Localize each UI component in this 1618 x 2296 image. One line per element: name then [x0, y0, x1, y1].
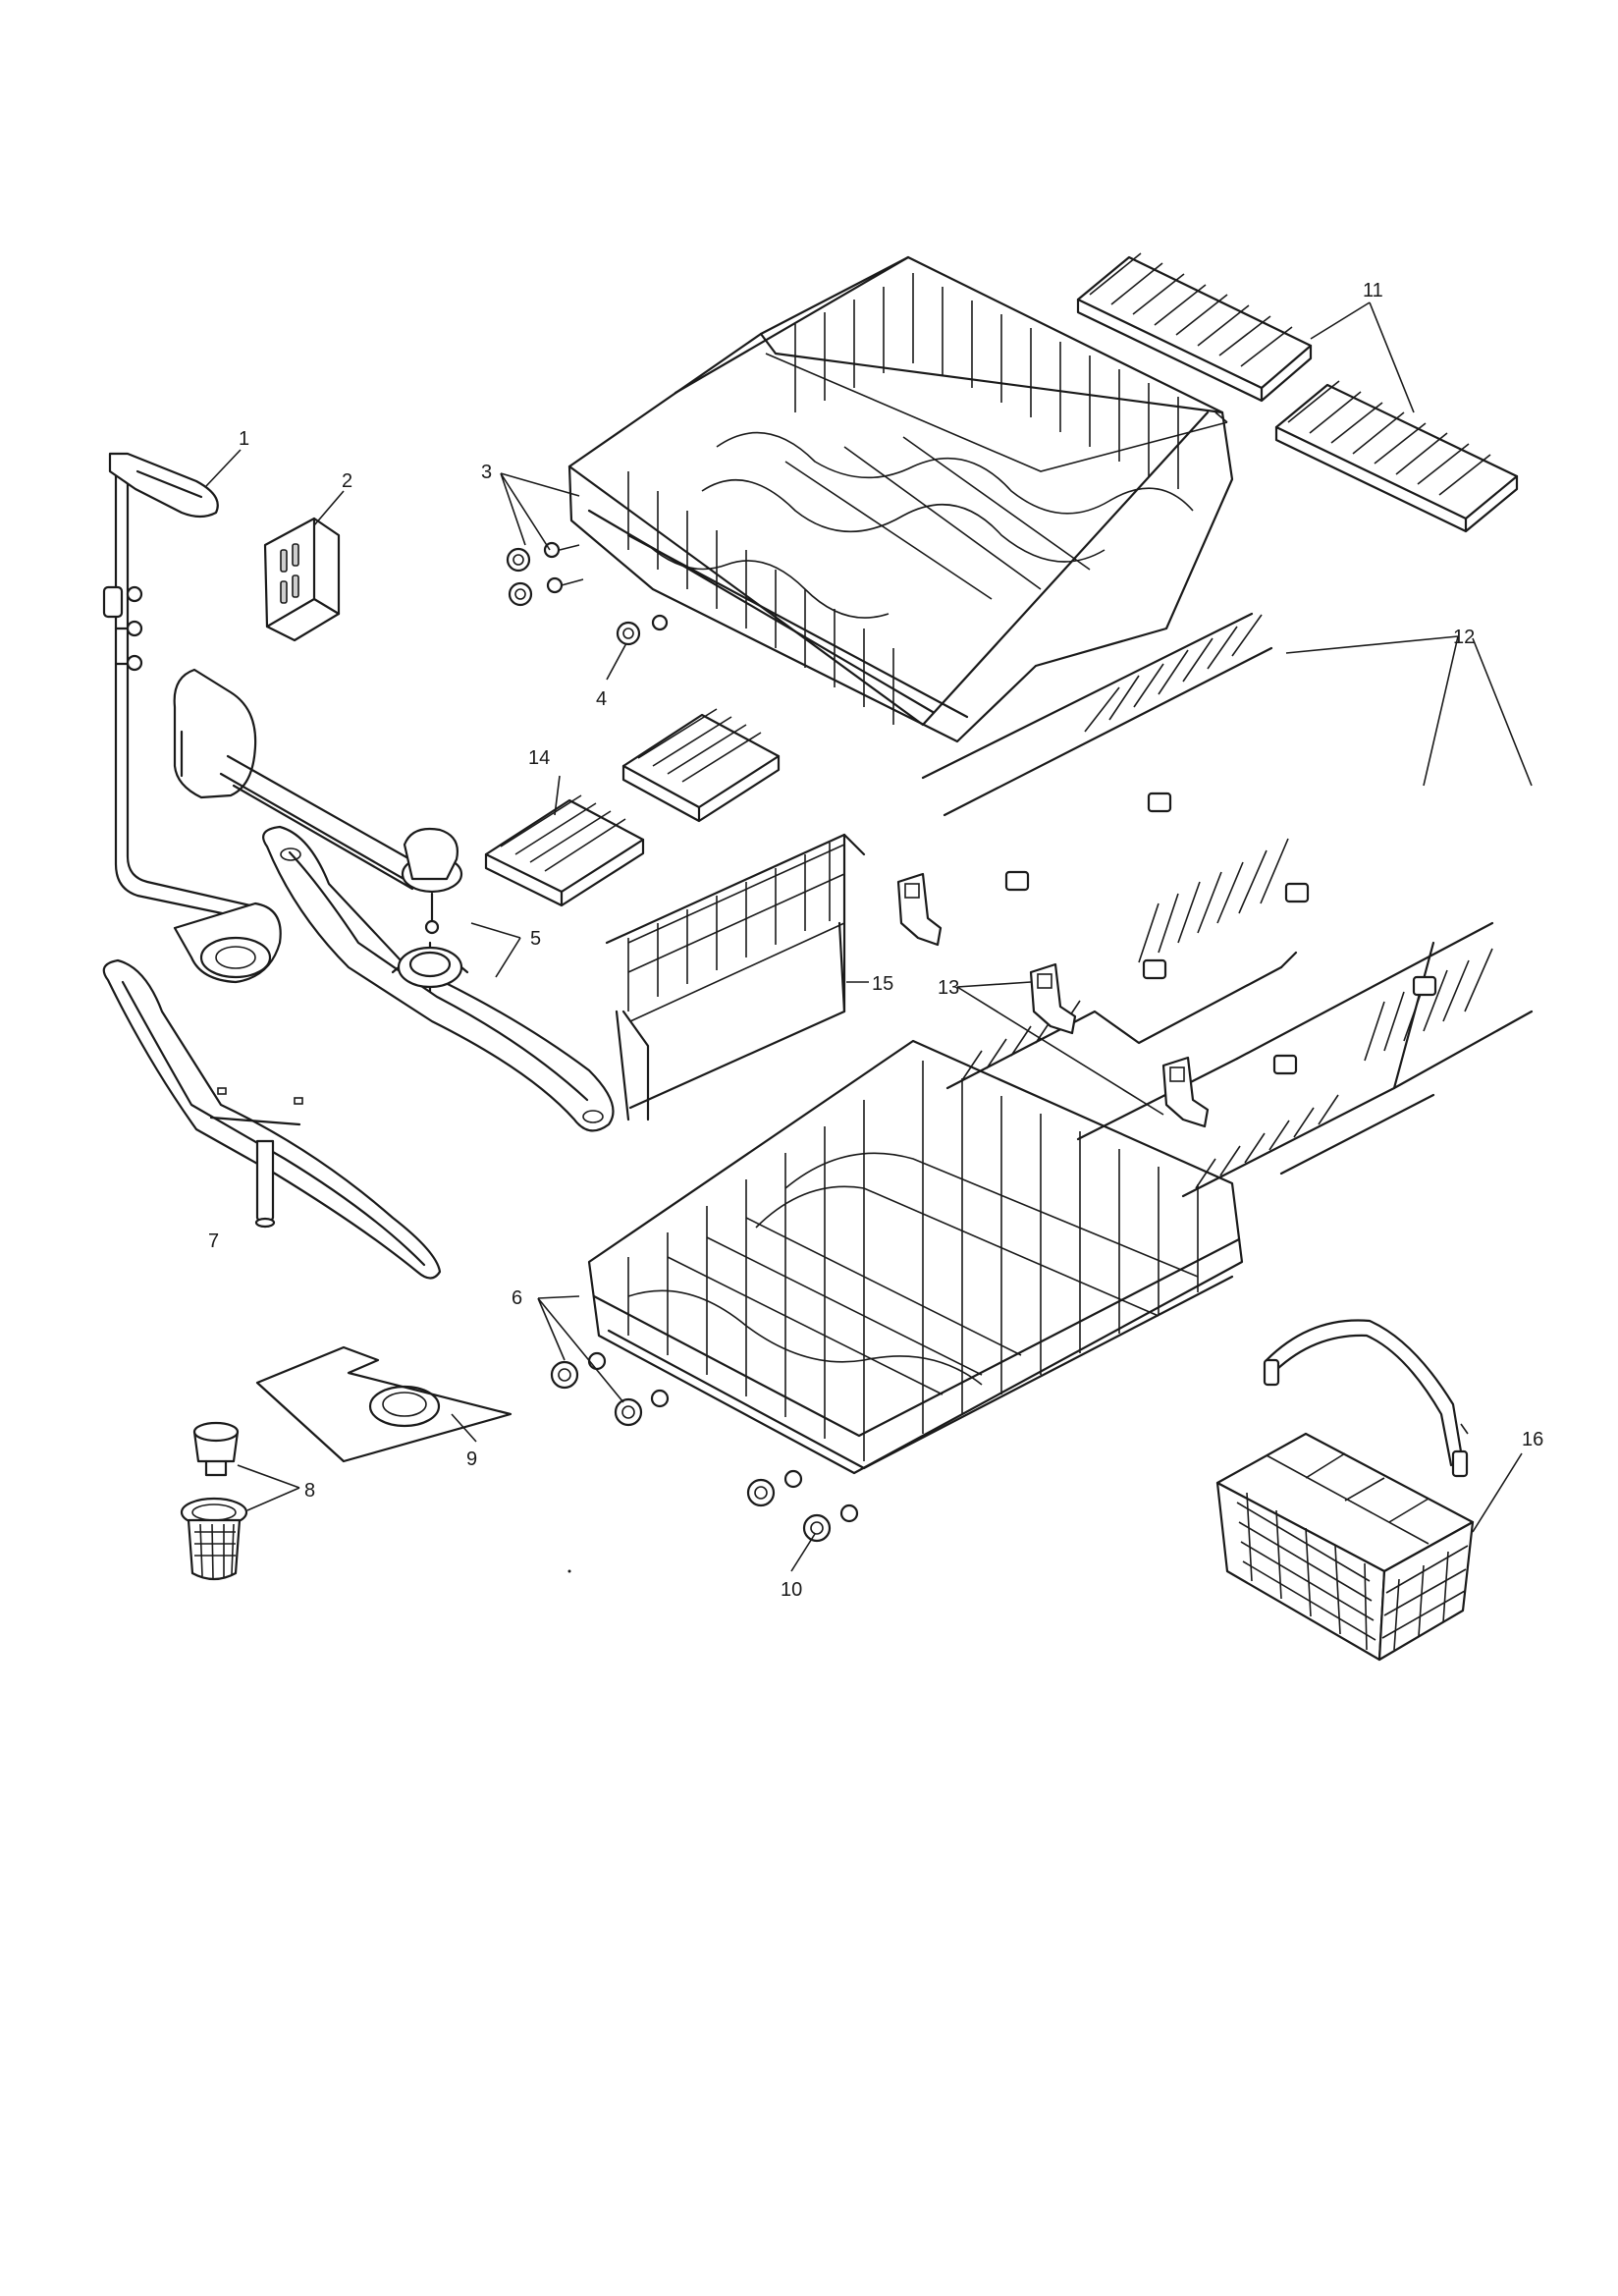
- callout-1: 1: [239, 428, 249, 450]
- upper-rack-tines: [627, 273, 1194, 725]
- part-13-rack-clips: [896, 872, 1210, 1128]
- part-4-upper-roller: [616, 614, 669, 646]
- part-11-cup-shelves: [1076, 252, 1519, 533]
- leader-lines: [205, 301, 1533, 1572]
- part-15-fold-down-rack: [605, 833, 866, 1121]
- part-5-middle-spray-arm: [262, 825, 615, 1132]
- callout-4: 4: [596, 688, 607, 710]
- callout-6: 6: [512, 1287, 522, 1309]
- part-9-filter-plate: [255, 1345, 512, 1463]
- callout-10: 10: [781, 1579, 802, 1601]
- part-3-upper-rollers: [506, 541, 584, 607]
- part-2-connector: [263, 517, 341, 642]
- callout-8: 8: [304, 1480, 315, 1502]
- callout-13: 13: [938, 977, 959, 999]
- callout-9: 9: [466, 1449, 477, 1470]
- part-14-small-shelves: [484, 708, 781, 907]
- callout-2: 2: [342, 470, 352, 492]
- upper-rack: [567, 255, 1234, 743]
- stray-dot: [567, 1569, 571, 1573]
- upper-spray-manifold: [173, 668, 463, 935]
- part-16-cutlery-basket: [1215, 1319, 1475, 1662]
- part-8-filters: [180, 1421, 248, 1581]
- callout-14: 14: [528, 747, 550, 769]
- callout-5: 5: [530, 928, 541, 950]
- lower-rack: [587, 1039, 1244, 1475]
- callout-3: 3: [481, 462, 492, 483]
- part-7-lower-spray-arm: [102, 958, 442, 1280]
- callout-15: 15: [872, 973, 893, 995]
- callout-11: 11: [1363, 280, 1383, 301]
- part-10-lower-rollers: [746, 1469, 859, 1543]
- callout-labels: 1 2 3 4 5 6 7 8 9 10 11 12 13 14 15 16: [208, 280, 1543, 1601]
- callout-7: 7: [208, 1230, 219, 1252]
- part-1-supply-tube: [102, 452, 282, 984]
- callout-16: 16: [1522, 1429, 1543, 1450]
- part-12-tine-rows: [921, 612, 1534, 1198]
- callout-12: 12: [1453, 627, 1475, 648]
